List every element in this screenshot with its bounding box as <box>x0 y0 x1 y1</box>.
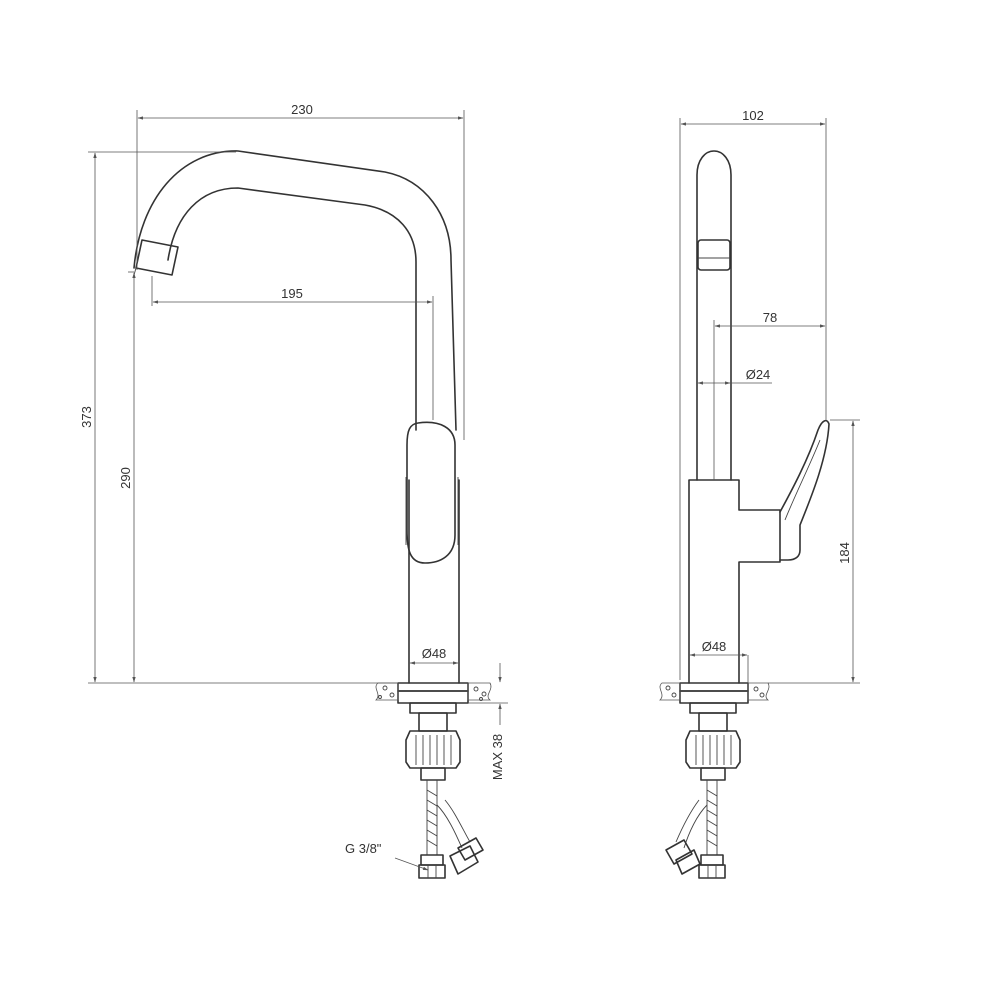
dim-spout-height: 290 <box>118 467 133 489</box>
dim-lever-offset: 78 <box>763 310 777 325</box>
dim-overall-depth: 102 <box>742 108 764 123</box>
front-aerator <box>135 239 179 276</box>
label-connection-thread: G 3/8" <box>345 841 382 856</box>
side-fixing-nut <box>685 702 741 781</box>
side-deck <box>659 682 770 704</box>
dim-max-thickness: MAX 38 <box>490 734 505 780</box>
front-hoses <box>418 780 484 879</box>
front-spout-outer <box>133 150 457 431</box>
dim-side-base-diameter: Ø48 <box>702 639 727 654</box>
front-view: 230 195 373 290 Ø48 MAX 38 G 3/8" <box>79 102 508 879</box>
front-spout-inner <box>167 187 417 431</box>
side-view: 102 78 Ø24 184 Ø48 <box>659 108 860 879</box>
front-deck <box>375 682 492 704</box>
dim-lever-height: 184 <box>837 542 852 564</box>
front-lever <box>406 421 456 564</box>
side-body <box>688 479 781 684</box>
dim-overall-height: 373 <box>79 406 94 428</box>
dim-overall-width: 230 <box>291 102 313 117</box>
front-body <box>408 479 460 684</box>
front-fixing-nut <box>405 702 461 781</box>
dim-spout-reach: 195 <box>281 286 303 301</box>
side-spout <box>696 150 732 481</box>
dim-front-base-diameter: Ø48 <box>422 646 447 661</box>
side-lever <box>779 419 830 561</box>
side-hoses <box>665 780 726 879</box>
side-aerator <box>697 239 731 271</box>
dim-spout-diameter: Ø24 <box>746 367 771 382</box>
